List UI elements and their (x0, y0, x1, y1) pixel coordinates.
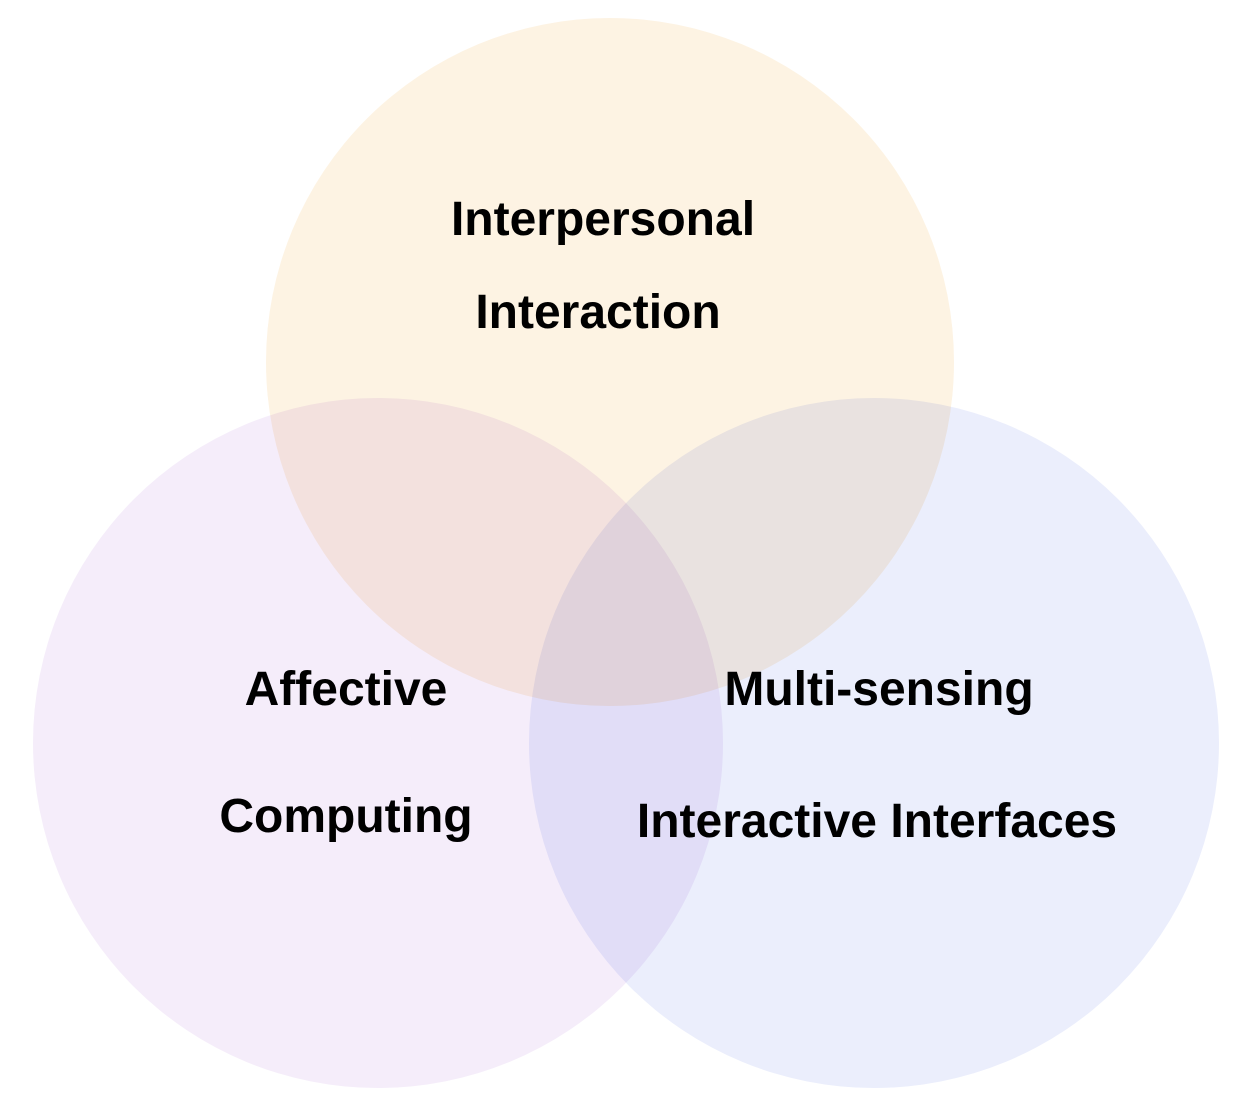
label-multisensing-line-2: Interactive Interfaces (637, 795, 1117, 848)
label-interpersonal-line-1: Interpersonal (451, 193, 755, 246)
circle-affective-computing (33, 398, 723, 1088)
venn-circles (33, 18, 1219, 1088)
label-affective-line-1: Affective (245, 663, 448, 716)
venn-labels: Interpersonal Interaction Affective Comp… (219, 193, 1117, 848)
label-multisensing-line-1: Multi-sensing (724, 663, 1033, 716)
label-affective-line-2: Computing (219, 790, 472, 843)
circle-multi-sensing-interfaces (529, 398, 1219, 1088)
label-interpersonal-line-2: Interaction (475, 286, 720, 339)
